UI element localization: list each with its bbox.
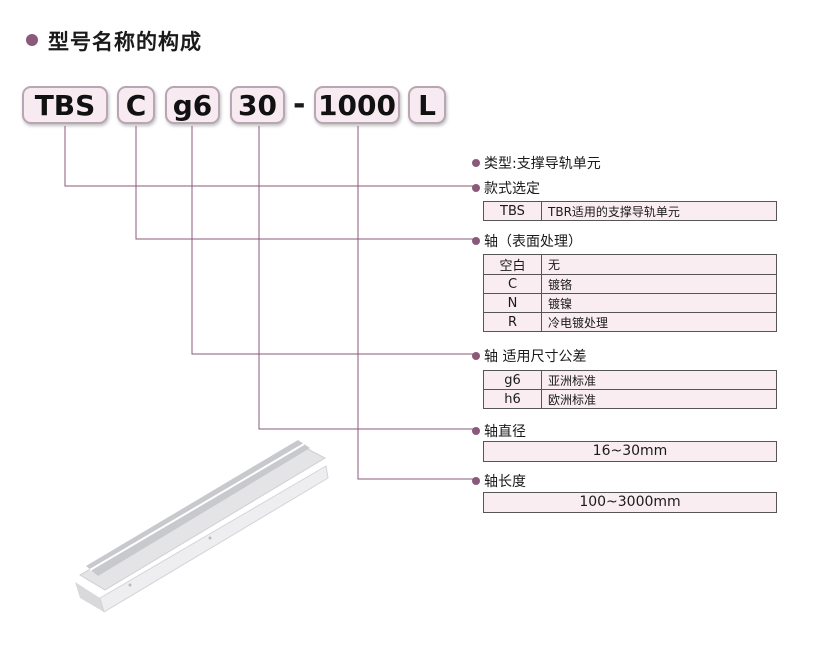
length-value: 100~3000mm — [483, 492, 777, 513]
diameter-value: 16~30mm — [483, 441, 777, 462]
bullet-icon — [472, 427, 480, 435]
code-part-length: 1000 — [314, 86, 400, 124]
bullet-icon — [472, 477, 480, 485]
table-row: TBS TBR适用的支撑导轨单元 — [483, 201, 777, 221]
bullet-icon — [472, 352, 480, 360]
bullet-icon — [472, 237, 480, 245]
label-model: 款式选定 — [472, 178, 540, 198]
label-length: 轴长度 — [472, 471, 526, 491]
title-bullet-icon — [26, 34, 38, 46]
code-part-surface: C — [117, 86, 155, 124]
leader-model — [64, 126, 476, 187]
code-part-suffix: L — [408, 86, 446, 124]
leader-diameter — [258, 126, 476, 430]
label-surface: 轴（表面处理） — [472, 231, 582, 251]
bullet-icon — [472, 159, 480, 167]
model-table: TBS TBR适用的支撑导轨单元 — [483, 201, 777, 221]
label-tolerance: 轴 适用尺寸公差 — [472, 346, 586, 366]
label-diameter: 轴直径 — [472, 421, 526, 441]
code-part-tolerance: g6 — [165, 86, 220, 124]
leader-tolerance — [191, 126, 476, 355]
code-separator: - — [293, 87, 306, 122]
rail-illustration — [75, 440, 329, 613]
leader-surface — [135, 126, 476, 240]
bullet-icon — [472, 184, 480, 192]
code-part-diameter: 30 — [230, 86, 285, 124]
code-part-series: TBS — [22, 86, 108, 124]
leader-length — [357, 126, 476, 480]
section-title: 型号名称的构成 — [48, 30, 202, 54]
table-row: 空白无 — [483, 254, 777, 275]
label-type: 类型:支撑导轨单元 — [472, 153, 601, 173]
